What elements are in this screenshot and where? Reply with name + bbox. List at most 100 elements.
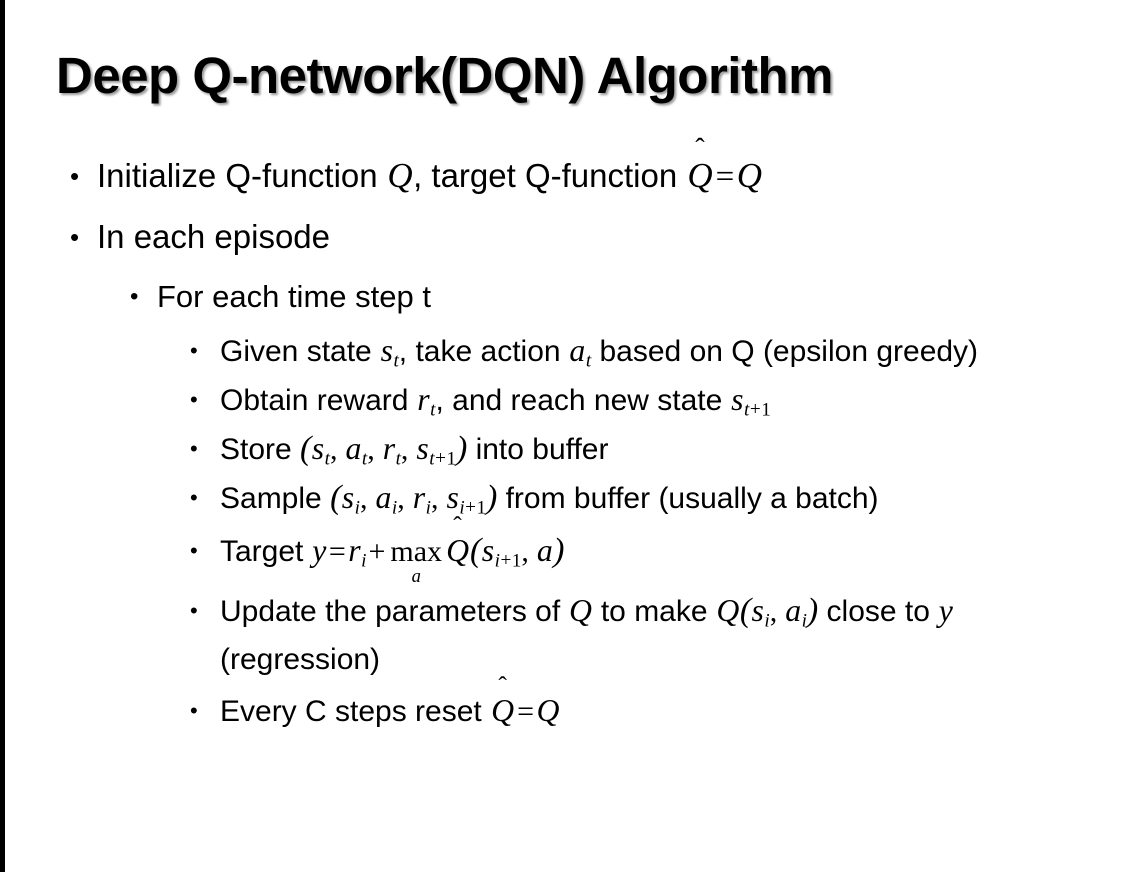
math-subscript: i+1 — [495, 550, 522, 571]
math-var-s: s — [311, 431, 325, 466]
text-segment: , target Q-function — [413, 157, 687, 194]
math-var-y: y — [312, 533, 327, 568]
math-var-q-hat: ̂Q — [445, 523, 470, 579]
page-title: Deep Q-network(DQN) Algorithm — [56, 47, 833, 104]
math-subscript: i — [361, 550, 367, 572]
math-var-a: a — [375, 480, 392, 515]
math-plus: + — [368, 535, 386, 568]
subscript-num: 1 — [476, 497, 487, 519]
bullet-marker-icon: • — [190, 597, 198, 623]
math-comma: , — [400, 433, 416, 466]
math-var-q-hat: ̂Q — [686, 146, 713, 206]
list-item-text: Target y=ri+maxâQ(si+1, a) — [220, 523, 1094, 587]
list-item-text: Every C steps reset ̂Q=Q — [220, 684, 1094, 739]
math-comma: , — [329, 433, 345, 466]
math-var-s2: s — [416, 431, 429, 466]
math-var-r: r — [348, 533, 361, 568]
math-equals: = — [517, 694, 534, 728]
math-comma: , — [359, 482, 375, 515]
subscript-op: + — [435, 448, 446, 470]
subscript-num: 1 — [446, 448, 457, 470]
bullet-list: • Initialize Q-function Q, target Q-func… — [0, 146, 1124, 739]
subscript-op: + — [500, 550, 512, 572]
list-item: • Store (st, at, rt, st+1) into buffer — [0, 425, 1124, 474]
math-var-a: a — [569, 333, 586, 368]
text-segment: Obtain reward — [220, 384, 417, 417]
list-item: • Sample (si, ai, ri, si+1) from buffer … — [0, 474, 1124, 523]
math-subscript: i — [354, 497, 360, 519]
subscript-var: i — [494, 550, 500, 572]
max-subscript: a — [411, 566, 421, 587]
bullet-marker-icon: • — [130, 283, 139, 310]
text-segment: from buffer (usually a batch) — [497, 482, 879, 515]
math-close-paren: ) — [486, 479, 498, 516]
math-var-q2: Q — [736, 156, 763, 195]
bullet-marker-icon: • — [190, 485, 198, 510]
math-comma: , — [367, 433, 383, 466]
text-segment: Given state — [220, 335, 381, 368]
math-subscript: t+1 — [744, 399, 771, 420]
math-var-r: r — [382, 431, 396, 466]
math-comma: , — [769, 594, 785, 628]
math-subscript: i — [425, 497, 431, 519]
list-item: • Initialize Q-function Q, target Q-func… — [0, 146, 1124, 207]
math-var-q: Q — [536, 692, 560, 728]
math-close-paren: ) — [553, 532, 565, 569]
text-segment: Target — [220, 535, 312, 568]
list-item-text: Obtain reward rt, and reach new state st… — [220, 376, 1094, 425]
math-var-y: y — [938, 592, 953, 628]
subscript-var: t — [744, 399, 750, 421]
left-border-bar — [0, 0, 5, 872]
math-var-s: s — [380, 333, 393, 368]
math-close-paren: ) — [807, 591, 819, 629]
list-item-text: Sample (si, ai, ri, si+1) from buffer (u… — [220, 474, 1094, 523]
math-subscript: t — [393, 350, 399, 372]
list-item: • Update the parameters of Q to make Q(s… — [0, 587, 1124, 684]
math-comma: , — [430, 482, 446, 515]
math-open-paren: ( — [300, 430, 312, 467]
list-item-text: In each episode — [97, 218, 331, 255]
math-var-q: Q — [569, 592, 592, 628]
list-item: • In each episode — [0, 207, 1124, 267]
math-var-q: Q — [387, 156, 413, 195]
math-subscript: i — [764, 609, 770, 631]
math-var-a: a — [345, 431, 362, 466]
text-segment: , and reach new state — [435, 384, 731, 417]
math-open-paren: ( — [330, 479, 342, 516]
text-segment: close to — [818, 594, 939, 628]
list-item-text: Store (st, at, rt, st+1) into buffer — [220, 425, 1094, 474]
list-item-text: Given state st, take action at based on … — [220, 327, 1094, 376]
math-close-paren: ) — [456, 430, 468, 467]
bullet-marker-icon: • — [190, 338, 198, 363]
text-segment: Initialize Q-function — [97, 157, 387, 194]
math-var-s: s — [731, 382, 744, 417]
math-var-a: a — [785, 592, 802, 628]
math-var-a: a — [536, 533, 553, 568]
math-var-s2: s — [446, 480, 459, 515]
math-subscript: t — [430, 399, 436, 421]
math-subscript: t — [585, 350, 592, 372]
list-item: • Given state st, take action at based o… — [0, 327, 1124, 376]
list-item: • Target y=ri+maxâQ(si+1, a) — [0, 523, 1124, 587]
list-item: • Every C steps reset ̂Q=Q — [0, 684, 1124, 739]
math-subscript: i — [801, 609, 808, 631]
math-subscript: t — [324, 448, 330, 470]
math-subscript: i+1 — [459, 497, 486, 518]
bullet-marker-icon: • — [190, 697, 198, 723]
math-var-s: s — [341, 480, 355, 515]
text-segment: Update the parameters of — [220, 594, 569, 628]
math-var-q-hat: ̂Q — [490, 684, 515, 738]
math-equals: = — [328, 535, 346, 568]
math-subscript: t+1 — [429, 448, 456, 469]
math-subscript: i — [391, 497, 398, 519]
list-item-text: For each time step t — [157, 279, 431, 314]
subscript-op: + — [749, 399, 761, 421]
bullet-marker-icon: • — [70, 222, 80, 252]
math-var-s: s — [751, 592, 764, 628]
text-segment: (regression) — [220, 642, 381, 676]
math-var-q-base: Q — [446, 533, 470, 568]
math-var-q-base: Q — [687, 156, 713, 195]
text-segment: to make — [592, 594, 716, 628]
math-open-paren: ( — [470, 532, 482, 569]
